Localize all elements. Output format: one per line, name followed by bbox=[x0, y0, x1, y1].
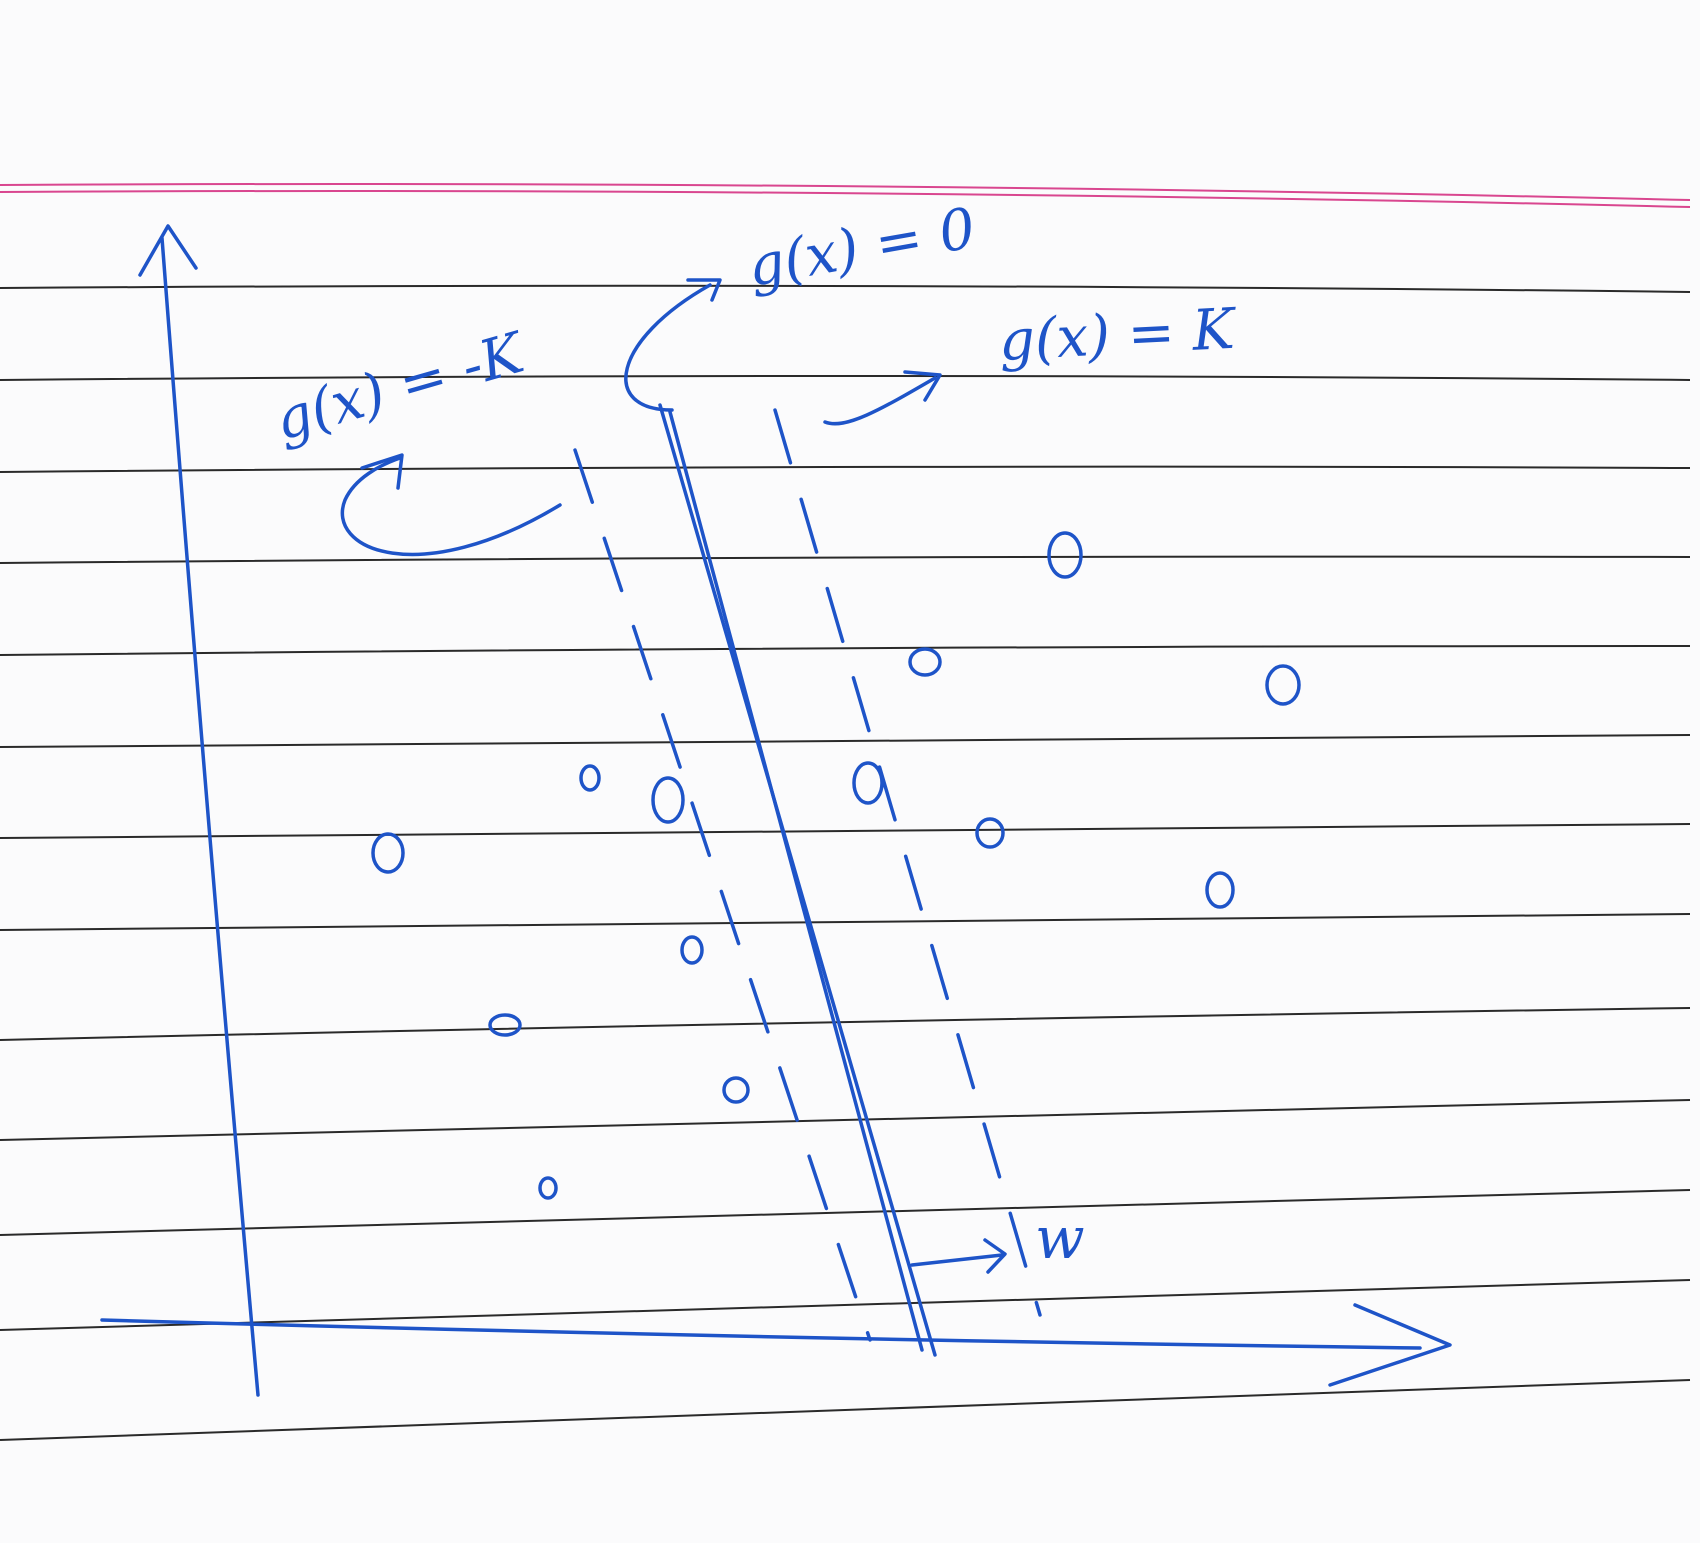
y-axis-arrowhead bbox=[138, 224, 198, 277]
ruled-lines bbox=[0, 284, 1691, 1441]
data-point bbox=[1265, 664, 1301, 706]
label-weight: w bbox=[1035, 1204, 1085, 1272]
x-axis-arrowhead bbox=[1328, 1303, 1452, 1387]
margin-line-negative bbox=[573, 448, 872, 1342]
margin-line-positive bbox=[773, 408, 1042, 1317]
data-point bbox=[852, 761, 884, 805]
data-point bbox=[579, 764, 601, 792]
data-point bbox=[1047, 531, 1083, 579]
arrow-to-zero-label bbox=[624, 283, 712, 412]
data-point bbox=[371, 832, 405, 874]
data-point bbox=[538, 1176, 558, 1200]
decision-boundary-line-trace bbox=[668, 410, 924, 1352]
arrow-to-zero-label-head bbox=[686, 278, 722, 302]
ink-drawing bbox=[100, 224, 1452, 1397]
label-plus-k: g(x) = K bbox=[997, 297, 1239, 374]
arrow-to-plus-k-label-head bbox=[903, 370, 942, 402]
data-point bbox=[488, 1013, 522, 1037]
top-margin-lines bbox=[0, 183, 1691, 208]
data-point bbox=[651, 776, 685, 824]
data-point bbox=[908, 647, 942, 677]
arrow-to-minus-k-label-head bbox=[360, 453, 404, 490]
points-left-class bbox=[371, 764, 750, 1200]
data-point bbox=[722, 1076, 750, 1104]
arrow-to-plus-k-label bbox=[823, 376, 937, 426]
weight-vector-arrow bbox=[910, 1253, 1004, 1267]
weight-vector-arrowhead bbox=[983, 1238, 1007, 1274]
data-point bbox=[975, 817, 1005, 849]
y-axis bbox=[160, 236, 260, 1397]
points-right-class bbox=[852, 531, 1301, 909]
data-point bbox=[1205, 871, 1235, 909]
x-axis bbox=[100, 1318, 1422, 1350]
data-point bbox=[680, 935, 704, 965]
arrow-to-minus-k-label bbox=[340, 456, 562, 557]
